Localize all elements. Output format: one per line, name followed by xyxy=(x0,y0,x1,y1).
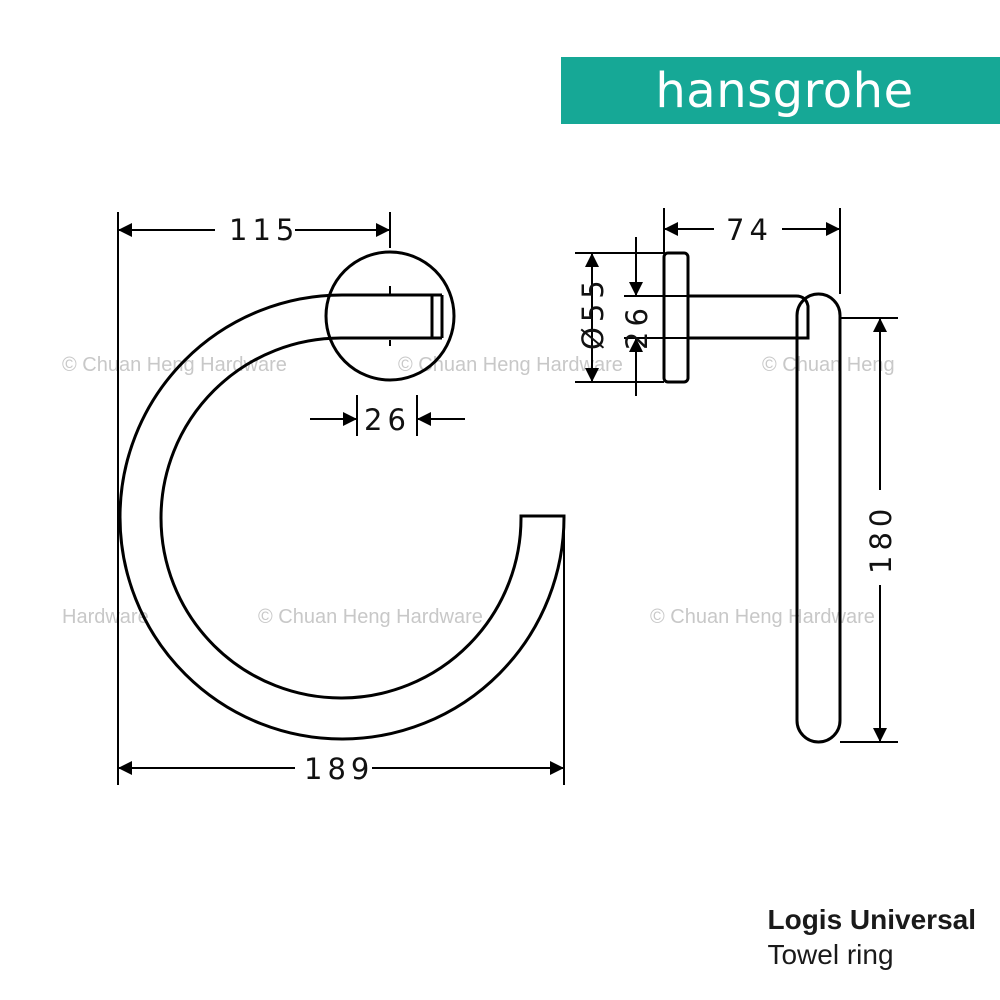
product-title-block: Logis Universal Towel ring xyxy=(767,902,976,972)
front-view xyxy=(118,250,566,741)
dimension-115: 115 xyxy=(229,213,299,247)
side-view xyxy=(662,251,842,744)
watermark: © Chuan Heng xyxy=(762,354,895,376)
watermark: © Chuan Heng Hardware xyxy=(258,606,483,628)
dimension-26-front: 26 xyxy=(364,403,411,437)
watermark: Hardware xyxy=(62,606,149,628)
dimension-diameter-55: Ø55 xyxy=(576,275,610,350)
watermark-layer: © Chuan Heng Hardware © Chuan Heng Hardw… xyxy=(62,354,895,628)
ring-side xyxy=(795,292,842,744)
front-dimensions xyxy=(117,212,565,785)
rosette-circle xyxy=(324,250,456,382)
dimension-180: 180 xyxy=(864,504,898,574)
ring-body xyxy=(118,293,566,741)
dimension-74: 74 xyxy=(726,213,773,247)
dimension-189: 189 xyxy=(304,752,374,786)
watermark: © Chuan Heng Hardware xyxy=(398,354,623,376)
brand-logo-text: hansgrohe xyxy=(655,62,914,119)
side-dimensions xyxy=(575,208,898,743)
dimension-26-side: 26 xyxy=(620,303,654,350)
product-name: Logis Universal xyxy=(767,904,976,935)
arm-side xyxy=(686,294,810,340)
product-type: Towel ring xyxy=(767,939,894,970)
rosette-side xyxy=(662,251,690,384)
watermark: © Chuan Heng Hardware xyxy=(650,606,875,628)
brand-logo: hansgrohe xyxy=(561,57,1000,124)
